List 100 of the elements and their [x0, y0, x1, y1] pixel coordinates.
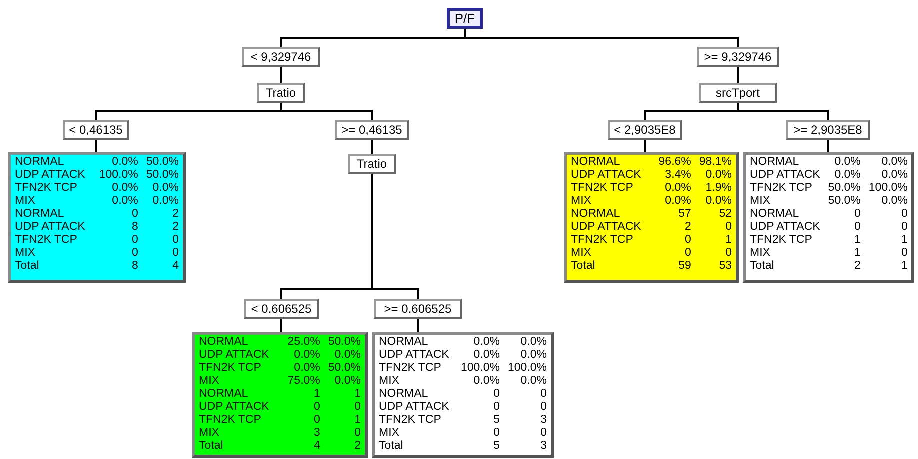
- count-value: 0: [684, 234, 692, 247]
- class-label: UDP ATTACK: [750, 221, 820, 234]
- split-condition-box: >= 2,9035E8: [786, 120, 870, 140]
- split-condition-box: >= 0.606525: [374, 299, 462, 319]
- count-value: 2: [172, 208, 179, 221]
- class-label: TFN2K TCP: [379, 414, 442, 427]
- leaf-node-table: [192, 332, 368, 458]
- split-condition-box: < 0.606525: [244, 299, 319, 319]
- count-value: 3.4%: [664, 169, 692, 182]
- count-value: 52: [718, 208, 732, 221]
- count-value: 0.0%: [520, 336, 547, 349]
- count-value: 0.0%: [880, 169, 908, 182]
- count-value: 0: [130, 234, 138, 247]
- count-value: 5: [492, 414, 500, 427]
- tree-branch-line: [464, 29, 739, 47]
- tree-branch-line: [371, 174, 419, 299]
- attribute-box: Tratio: [257, 83, 305, 103]
- class-label: NORMAL: [571, 208, 622, 221]
- split-condition-box: < 0,46135: [63, 120, 129, 140]
- class-label: UDP ATTACK: [15, 169, 86, 182]
- class-label: TFN2K TCP: [571, 182, 634, 195]
- count-value: 0: [540, 401, 547, 414]
- class-label: TFN2K TCP: [750, 234, 814, 247]
- tree-branch-line: [644, 140, 646, 152]
- count-value: 0.0%: [152, 195, 179, 208]
- count-value: 0: [130, 208, 138, 221]
- count-value: 1: [724, 234, 732, 247]
- count-value: 53: [718, 260, 732, 273]
- split-condition-box: >= 0,46135: [335, 120, 409, 140]
- class-label: NORMAL: [750, 156, 800, 169]
- class-label: TFN2K TCP: [379, 362, 442, 375]
- count-value: 75.0%: [288, 375, 320, 388]
- count-value: 0: [492, 388, 500, 401]
- class-label: NORMAL: [15, 156, 66, 169]
- count-value: 1: [854, 247, 861, 260]
- count-value: 0: [492, 401, 500, 414]
- split-condition-box: < 9,329746: [242, 47, 320, 67]
- tree-branch-line: [737, 67, 739, 83]
- count-value: 100.0%: [460, 362, 500, 375]
- count-value: 0: [172, 247, 179, 260]
- tree-branch-line: [827, 140, 829, 152]
- class-label: TFN2K TCP: [199, 362, 262, 375]
- tree-branch-line: [417, 319, 419, 332]
- count-value: 0.0%: [472, 336, 500, 349]
- count-value: 0: [724, 247, 732, 260]
- count-value: 100.0%: [99, 169, 138, 182]
- count-value: 0: [312, 401, 320, 414]
- class-label: UDP ATTACK: [750, 169, 820, 182]
- count-value: 3: [540, 440, 547, 453]
- count-value: 50.0%: [146, 169, 179, 182]
- tree-branch-line: [737, 103, 829, 120]
- tree-branch-line: [371, 140, 373, 154]
- count-value: 50.0%: [328, 336, 361, 349]
- count-value: 100.0%: [508, 362, 547, 375]
- count-value: 0.0%: [664, 195, 692, 208]
- count-value: 2: [172, 221, 179, 234]
- split-condition-box: >= 9,329746: [697, 47, 779, 67]
- count-value: 100.0%: [868, 182, 908, 195]
- count-value: 0.0%: [472, 349, 500, 362]
- tree-branch-line: [95, 140, 97, 152]
- count-value: 25.0%: [288, 336, 320, 349]
- count-value: 0: [854, 221, 861, 234]
- count-value: 0.0%: [704, 169, 732, 182]
- count-value: 0.0%: [520, 349, 547, 362]
- attribute-box: srcTport: [699, 83, 777, 103]
- count-value: 0: [540, 427, 547, 440]
- count-value: 0.0%: [111, 195, 138, 208]
- count-value: 0.0%: [334, 349, 361, 362]
- count-value: 59: [678, 260, 692, 273]
- class-label: TFN2K TCP: [571, 234, 634, 247]
- class-label: MIX: [15, 195, 36, 208]
- count-value: 0: [492, 427, 500, 440]
- count-value: 0.0%: [664, 182, 692, 195]
- count-value: 8: [130, 221, 138, 234]
- count-value: 1: [900, 234, 908, 247]
- count-value: 0.0%: [704, 195, 732, 208]
- count-value: 0.0%: [880, 156, 908, 169]
- class-label: MIX: [571, 247, 592, 260]
- count-value: 3: [312, 427, 320, 440]
- count-value: 0.0%: [472, 375, 500, 388]
- class-label: TFN2K TCP: [15, 234, 78, 247]
- count-value: 4: [172, 260, 179, 273]
- class-label: MIX: [750, 195, 772, 208]
- leaf-node-table: [564, 152, 739, 283]
- count-value: 0.0%: [520, 375, 547, 388]
- class-label: NORMAL: [379, 388, 430, 401]
- tree-branch-line: [280, 103, 373, 120]
- count-value: 0: [172, 234, 179, 247]
- count-value: 0: [354, 427, 361, 440]
- attribute-box: Tratio: [348, 154, 396, 174]
- class-label: UDP ATTACK: [199, 401, 270, 414]
- count-value: 50.0%: [828, 182, 861, 195]
- count-value: 50.0%: [328, 362, 361, 375]
- class-label: Total: [199, 440, 224, 453]
- class-label: Total: [15, 260, 40, 273]
- count-value: 3: [540, 414, 547, 427]
- class-label: MIX: [750, 247, 772, 260]
- class-label: UDP ATTACK: [379, 349, 450, 362]
- count-value: 1: [854, 234, 861, 247]
- class-label: Total: [750, 260, 776, 273]
